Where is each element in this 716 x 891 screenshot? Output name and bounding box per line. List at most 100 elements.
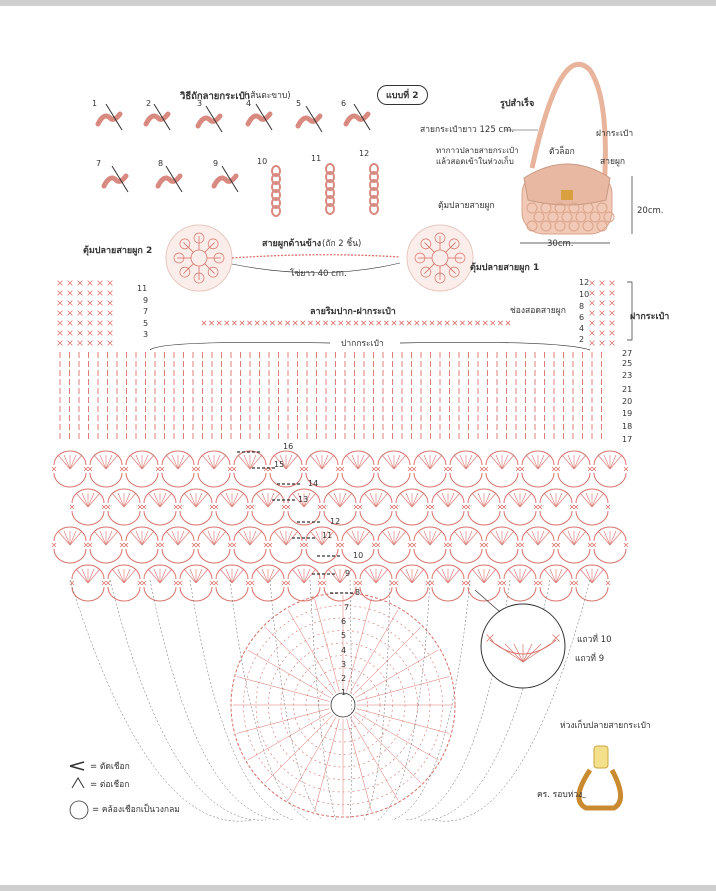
shell-ray bbox=[375, 568, 389, 584]
shell-ray bbox=[285, 454, 293, 470]
shell-bottom bbox=[413, 472, 447, 488]
stitch-x bbox=[245, 580, 251, 586]
tassel-loop bbox=[420, 238, 432, 250]
shell-top bbox=[377, 450, 411, 466]
shell-top bbox=[251, 488, 285, 504]
shell-bottom bbox=[107, 586, 141, 602]
stitch-x bbox=[429, 504, 435, 510]
base-spoke bbox=[247, 711, 332, 761]
shell-top bbox=[143, 488, 177, 504]
shell-bottom bbox=[521, 548, 555, 564]
stitch-x bbox=[285, 320, 291, 326]
shell-ray bbox=[177, 530, 185, 546]
stitch-x bbox=[87, 320, 93, 326]
shell-top bbox=[575, 564, 609, 580]
bag-texture bbox=[589, 211, 601, 223]
shell-ray bbox=[117, 568, 125, 584]
chain-illustration bbox=[369, 187, 379, 199]
bottom-border bbox=[0, 885, 716, 891]
shell-top bbox=[485, 526, 519, 542]
shell-bottom bbox=[503, 586, 537, 602]
shell-ray bbox=[327, 492, 341, 508]
guide-curve bbox=[69, 579, 253, 822]
stitch-x bbox=[51, 466, 57, 472]
stitch-x bbox=[483, 466, 489, 472]
shell-top bbox=[593, 450, 627, 466]
shell-top bbox=[503, 488, 537, 504]
shell-ray bbox=[333, 492, 341, 508]
stitch-x bbox=[345, 320, 351, 326]
shell-ray bbox=[429, 454, 437, 470]
row-number: 1 bbox=[341, 688, 347, 697]
row-number: 9 bbox=[143, 296, 149, 305]
shell-ray bbox=[123, 568, 131, 584]
stitch-x bbox=[107, 310, 113, 316]
row-number: 10 bbox=[353, 551, 364, 560]
side-tie-label: สายผูกด้านข้าง bbox=[262, 239, 322, 249]
row-number: 10 bbox=[579, 290, 590, 299]
stitch-x bbox=[51, 542, 57, 548]
variant-badge: แบบที่ 2 bbox=[377, 85, 428, 105]
stitch-x bbox=[292, 320, 298, 326]
guide-curve bbox=[149, 579, 281, 821]
stitch-x bbox=[537, 504, 543, 510]
stitch-x bbox=[303, 466, 309, 472]
shell-ray bbox=[393, 530, 407, 546]
row-number: 23 bbox=[622, 371, 633, 380]
shell-bottom bbox=[323, 510, 357, 526]
stitch-x bbox=[609, 330, 615, 336]
shell-ray bbox=[381, 530, 395, 546]
hook-illustration bbox=[255, 103, 273, 131]
shell-ray bbox=[249, 530, 263, 546]
shell-bottom bbox=[395, 510, 429, 526]
shell-ray bbox=[153, 492, 161, 508]
stitch-x bbox=[589, 330, 595, 336]
shell-ray bbox=[555, 568, 569, 584]
base-spoke bbox=[236, 708, 330, 734]
stitch-x bbox=[421, 320, 427, 326]
step-number: 9 bbox=[213, 159, 219, 168]
stitch-x bbox=[490, 320, 496, 326]
shell-ray bbox=[141, 530, 149, 546]
shell-ray bbox=[435, 568, 449, 584]
stitch-x bbox=[177, 504, 183, 510]
glue-note-2: แล้วสอดเข้าในห่วงเก็บ bbox=[436, 157, 514, 166]
bag-texture bbox=[582, 202, 594, 214]
shell-ray bbox=[363, 568, 377, 584]
shell-top bbox=[521, 526, 555, 542]
shell-bottom bbox=[251, 586, 285, 602]
ring-cap bbox=[593, 745, 609, 769]
side-tie-chain bbox=[231, 254, 401, 259]
stitch-x bbox=[482, 320, 488, 326]
stitch-x bbox=[77, 330, 83, 336]
shell-ray bbox=[603, 530, 611, 546]
bag-texture bbox=[540, 202, 552, 214]
tassel-circle bbox=[406, 224, 474, 292]
row-number: 15 bbox=[274, 460, 285, 469]
tie-label: สายผูก bbox=[600, 157, 626, 167]
stitch-x bbox=[97, 280, 103, 286]
stitch-x bbox=[177, 580, 183, 586]
stitch-x bbox=[107, 300, 113, 306]
detail-ray bbox=[504, 643, 524, 663]
shell-ray bbox=[591, 568, 599, 584]
hand-illustration bbox=[211, 173, 239, 189]
stitch-x bbox=[465, 504, 471, 510]
base-spoke bbox=[354, 711, 439, 761]
tie-hole-label: ช่องสอดสายผูก bbox=[510, 306, 566, 316]
shell-ray bbox=[609, 530, 623, 546]
shell-ray bbox=[183, 492, 197, 508]
shell-bottom bbox=[269, 472, 303, 488]
shell-bottom bbox=[233, 472, 267, 488]
shell-top bbox=[395, 488, 429, 504]
stitch-x bbox=[589, 280, 595, 286]
hand-illustration bbox=[245, 111, 273, 127]
ring-leader bbox=[577, 795, 587, 799]
shell-ray bbox=[435, 492, 449, 508]
stitch-x bbox=[67, 310, 73, 316]
stitch-x bbox=[231, 320, 237, 326]
guide-curve bbox=[109, 579, 267, 821]
shell-top bbox=[539, 564, 573, 580]
shell-top bbox=[593, 526, 627, 542]
stitch-x bbox=[533, 580, 539, 586]
